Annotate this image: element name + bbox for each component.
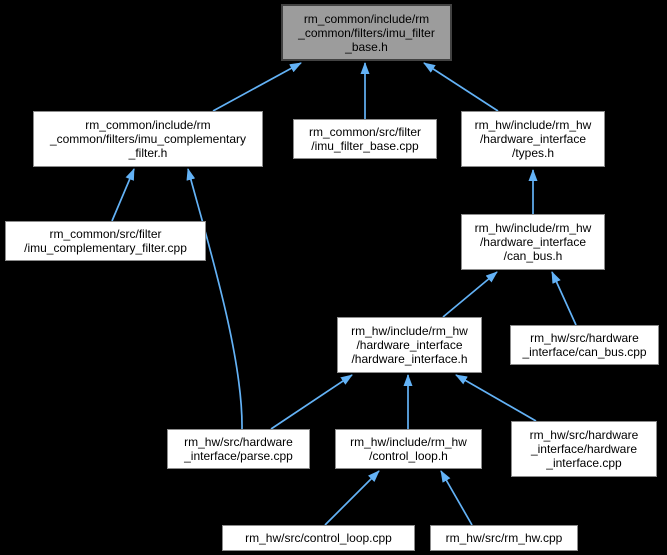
node-label: rm_common/src/filter /imu_complementary_… — [24, 227, 187, 255]
edge-hardware_interface_cpp-to-hardware_interface_h — [455, 374, 537, 422]
node-label: rm_common/src/filter /imu_filter_base.cp… — [308, 125, 421, 153]
edge-rm_hw_cpp-to-control_loop_h — [440, 470, 473, 526]
node-label: rm_hw/include/rm_hw /hardware_interface … — [474, 221, 592, 263]
graph-node-imu_complementary_filter_cpp[interactable]: rm_common/src/filter /imu_complementary_… — [5, 221, 206, 261]
node-label: rm_hw/src/hardware _interface/hardware _… — [529, 428, 639, 470]
graph-node-control_loop_h[interactable]: rm_hw/include/rm_hw /control_loop.h — [335, 429, 482, 469]
graph-node-hardware_interface_h[interactable]: rm_hw/include/rm_hw /hardware_interface … — [337, 317, 482, 373]
graph-node-rm_hw_cpp[interactable]: rm_hw/src/rm_hw.cpp — [430, 525, 578, 551]
edge-imu_complementary_filter_h-to-imu_filter_base_h — [212, 62, 302, 112]
node-label: rm_hw/src/hardware _interface/parse.cpp — [184, 435, 293, 463]
node-label: rm_hw/src/hardware _interface/can_bus.cp… — [522, 331, 647, 359]
graph-node-imu_filter_base_h[interactable]: rm_common/include/rm _common/filters/imu… — [281, 4, 452, 61]
graph-node-can_bus_h[interactable]: rm_hw/include/rm_hw /hardware_interface … — [461, 214, 605, 270]
edge-parse_cpp-to-hardware_interface_h — [270, 374, 353, 430]
node-label: rm_hw/include/rm_hw /hardware_interface … — [474, 118, 592, 160]
edge-parse_cpp-to-imu_complementary_filter_h — [186, 168, 243, 430]
edge-imu_complementary_filter_cpp-to-imu_complementary_filter_h — [111, 168, 135, 222]
graph-node-can_bus_cpp[interactable]: rm_hw/src/hardware _interface/can_bus.cp… — [510, 325, 659, 365]
edge-types_h-to-imu_filter_base_h — [423, 62, 499, 112]
graph-node-types_h[interactable]: rm_hw/include/rm_hw /hardware_interface … — [461, 111, 605, 167]
node-label: rm_hw/include/rm_hw /hardware_interface … — [351, 324, 468, 366]
edge-hardware_interface_h-to-can_bus_h — [442, 271, 498, 318]
node-label: rm_hw/src/rm_hw.cpp — [445, 531, 563, 545]
edge-can_bus_cpp-to-can_bus_h — [551, 271, 577, 326]
node-label: rm_hw/include/rm_hw /control_loop.h — [350, 435, 467, 463]
graph-node-imu_filter_base_cpp[interactable]: rm_common/src/filter /imu_filter_base.cp… — [293, 119, 437, 159]
node-label: rm_common/include/rm _common/filters/imu… — [298, 11, 435, 54]
graph-node-parse_cpp[interactable]: rm_hw/src/hardware _interface/parse.cpp — [167, 429, 310, 469]
edge-control_loop_cpp-to-control_loop_h — [324, 470, 380, 526]
graph-node-imu_complementary_filter_h[interactable]: rm_common/include/rm _common/filters/imu… — [33, 111, 263, 167]
node-label: rm_hw/src/control_loop.cpp — [245, 531, 392, 545]
graph-node-hardware_interface_cpp[interactable]: rm_hw/src/hardware _interface/hardware _… — [511, 421, 657, 477]
graph-node-control_loop_cpp[interactable]: rm_hw/src/control_loop.cpp — [222, 525, 415, 551]
node-label: rm_common/include/rm _common/filters/imu… — [49, 118, 247, 160]
